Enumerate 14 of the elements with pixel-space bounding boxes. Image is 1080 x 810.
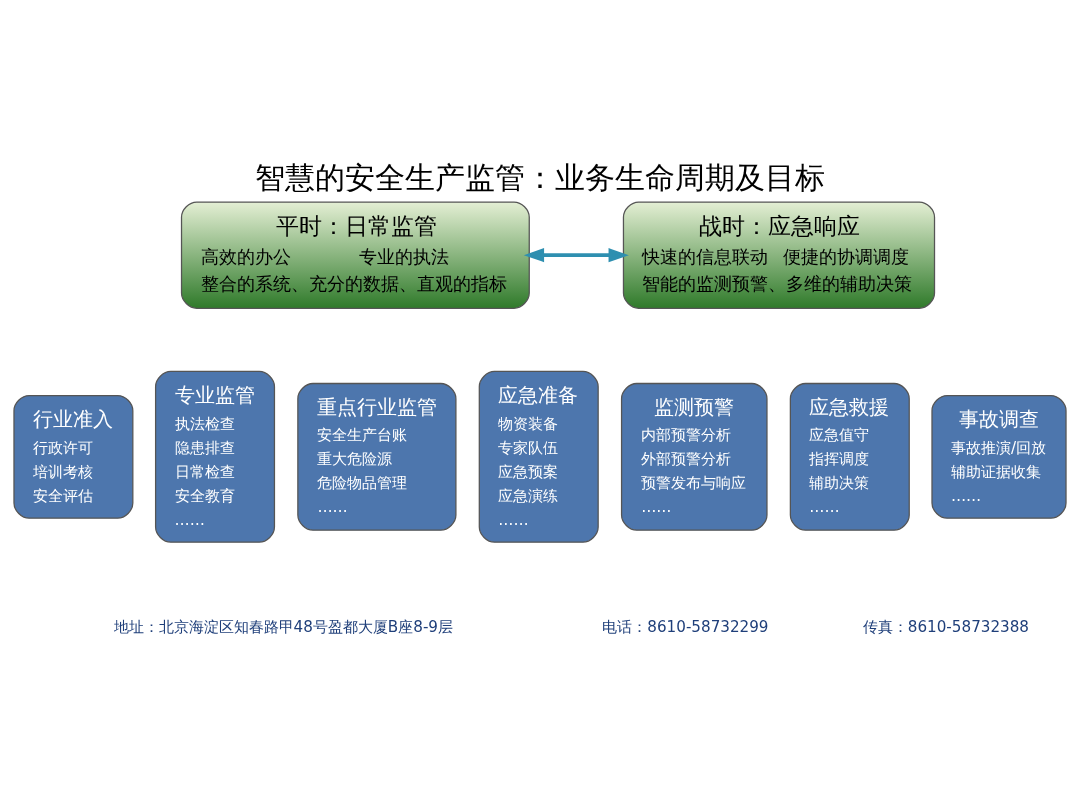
node-box: 战时：应急响应 快速的信息联动 便捷的协调调度 智能的监测预警、多维的辅助决策 xyxy=(622,201,936,309)
label: 电话：8610-58732299 xyxy=(602,618,769,637)
diagram-title: 智慧的安全生产监管：业务生命周期及目标 xyxy=(255,160,825,196)
node-box: 专业监管 执法检查 隐患排查 日常检查 安全教育 …… xyxy=(154,370,276,543)
node-box: 重点行业监管 安全生产台账 重大危险源 危险物品管理 …… xyxy=(297,382,457,531)
node-box: 平时：日常监管 高效的办公 专业的执法 整合的系统、充分的数据、直观的指标 xyxy=(180,201,530,309)
node-box: 应急救援 应急值守 指挥调度 辅助决策 …… xyxy=(789,382,910,531)
node-box: 事故调查 事故推演/回放 辅助证据收集 …… xyxy=(931,394,1067,519)
arrow xyxy=(523,248,629,263)
node-box: 监测预警 内部预警分析 外部预警分析 预警发布与响应 …… xyxy=(620,382,768,531)
node-box: 应急准备 物资装备 专家队伍 应急预案 应急演练 …… xyxy=(478,370,599,543)
label: 传真：8610-58732388 xyxy=(862,618,1029,637)
label: 地址：北京海淀区知春路甲48号盈都大厦B座8-9层 xyxy=(113,618,454,637)
node-box: 行业准入 行政许可 培训考核 安全评估 xyxy=(13,394,134,519)
